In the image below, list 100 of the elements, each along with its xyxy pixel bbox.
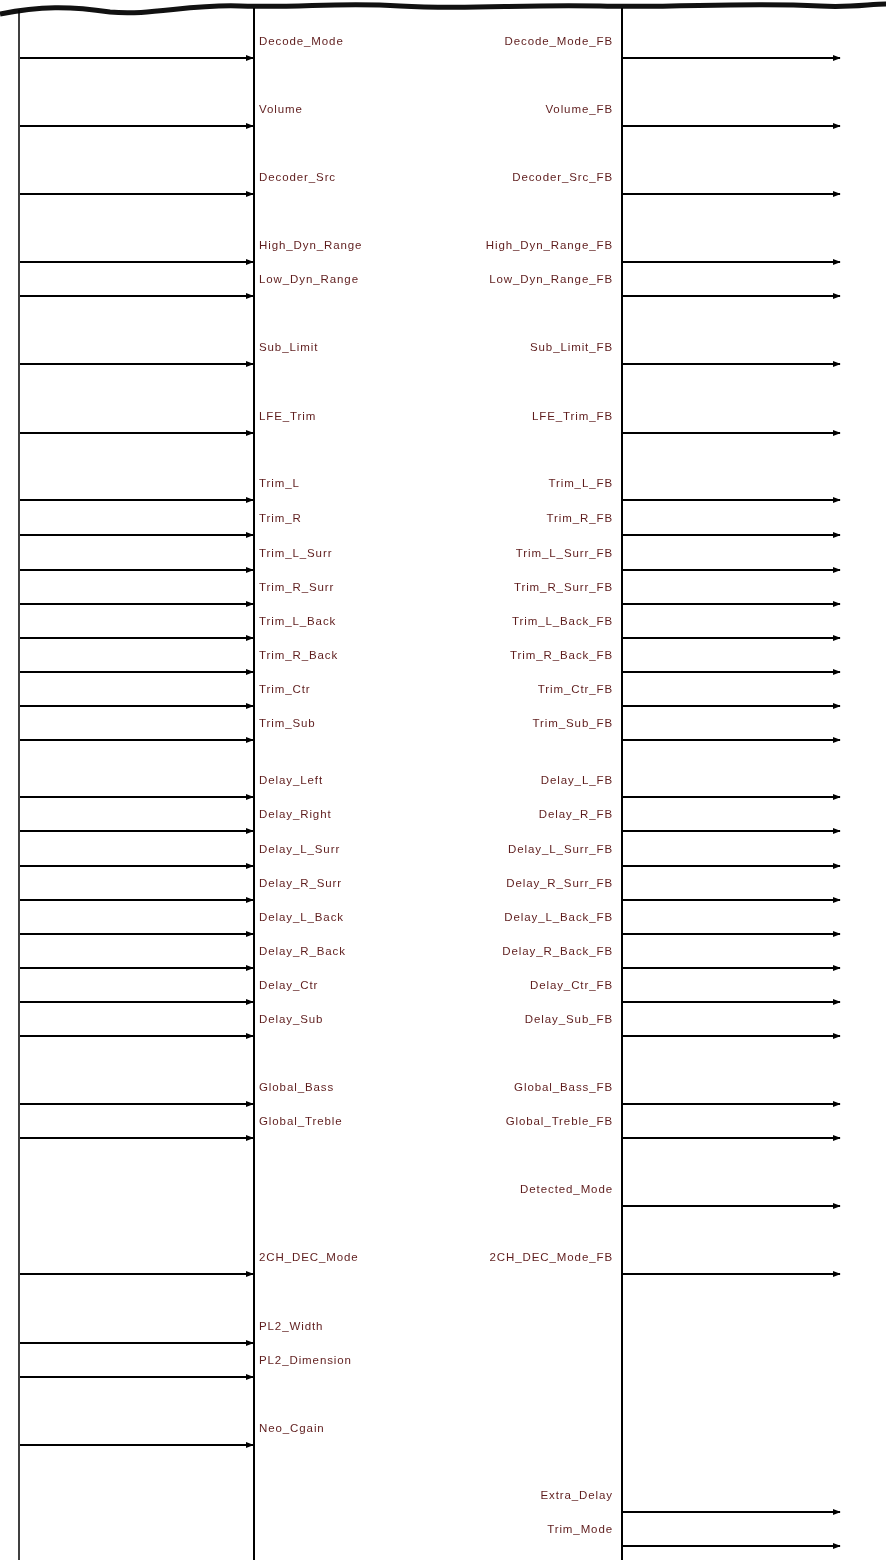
signal-arrow: [621, 1270, 841, 1278]
output-pin-label: Delay_L_FB: [540, 773, 621, 799]
output-pin-label: Low_Dyn_Range_FB: [489, 272, 621, 298]
signal-arrow: [19, 998, 254, 1006]
signal-arrow: [621, 600, 841, 608]
input-pin-label: Delay_Right: [255, 807, 332, 833]
signal-arrow: [19, 360, 254, 368]
output-pin-label: Delay_L_Back_FB: [504, 910, 621, 936]
output-pin-label: Trim_Ctr_FB: [537, 682, 621, 708]
signal-arrow: [621, 702, 841, 710]
signal-arrow: [19, 930, 254, 938]
input-pin-label: Decode_Mode: [255, 34, 344, 60]
signal-arrow: [19, 1134, 254, 1142]
signal-arrow: [19, 1270, 254, 1278]
output-pin-label: Sub_Limit_FB: [529, 340, 621, 366]
input-pin-label: Low_Dyn_Range: [255, 272, 359, 298]
signal-arrow: [621, 793, 841, 801]
input-pin-label: Delay_R_Surr: [255, 876, 343, 902]
signal-arrow: [19, 600, 254, 608]
signal-arrow: [19, 736, 254, 744]
signal-arrow: [19, 668, 254, 676]
module-block: [253, 8, 623, 1560]
output-pin-label: Volume_FB: [545, 102, 621, 128]
output-pin-label: Delay_R_Back_FB: [502, 944, 621, 970]
input-pin-label: Delay_L_Back: [255, 910, 344, 936]
output-pin-label: Trim_R_Back_FB: [510, 648, 621, 674]
output-pin-label: High_Dyn_Range_FB: [485, 238, 621, 264]
signal-arrow: [19, 54, 254, 62]
input-pin-label: Delay_Sub: [255, 1012, 324, 1038]
signal-arrow: [19, 496, 254, 504]
input-pin-label: Delay_Left: [255, 773, 323, 799]
signal-arrow: [19, 862, 254, 870]
input-pin-label: Trim_Ctr: [255, 682, 311, 708]
output-pin-label: Trim_L_Back_FB: [512, 614, 621, 640]
input-pin-label: 2CH_DEC_Mode: [255, 1250, 359, 1276]
input-pin-label: Trim_R: [255, 511, 302, 537]
signal-arrow: [621, 964, 841, 972]
signal-arrow: [621, 1134, 841, 1142]
output-pin-label: Delay_L_Surr_FB: [508, 842, 621, 868]
signal-arrow: [19, 702, 254, 710]
input-pin-label: Decoder_Src: [255, 170, 336, 196]
signal-arrow: [621, 360, 841, 368]
signal-arrow: [19, 292, 254, 300]
signal-arrow: [621, 736, 841, 744]
signal-arrow: [19, 827, 254, 835]
input-pin-label: Global_Treble: [255, 1114, 343, 1140]
output-pin-label: Global_Bass_FB: [514, 1080, 621, 1106]
input-pin-label: LFE_Trim: [255, 409, 317, 435]
input-pin-label: Delay_R_Back: [255, 944, 346, 970]
signal-arrow: [621, 634, 841, 642]
signal-arrow: [621, 827, 841, 835]
signal-arrow: [621, 122, 841, 130]
output-pin-label: 2CH_DEC_Mode_FB: [489, 1250, 621, 1276]
signal-arrow: [621, 1100, 841, 1108]
output-pin-label: Delay_R_FB: [538, 807, 621, 833]
output-pin-label: Global_Treble_FB: [505, 1114, 621, 1140]
signal-arrow: [621, 1542, 841, 1550]
signal-arrow: [19, 793, 254, 801]
signal-arrow: [19, 1100, 254, 1108]
signal-arrow: [621, 1202, 841, 1210]
signal-arrow: [621, 896, 841, 904]
input-pin-label: Trim_R_Surr: [255, 580, 335, 606]
signal-arrow: [19, 1032, 254, 1040]
input-pin-label: Delay_Ctr: [255, 978, 319, 1004]
output-pin-label: Decoder_Src_FB: [512, 170, 621, 196]
output-pin-label: Trim_R_FB: [546, 511, 621, 537]
signal-arrow: [621, 668, 841, 676]
input-pin-label: Sub_Limit: [255, 340, 319, 366]
output-pin-label: Extra_Delay: [540, 1488, 621, 1514]
signal-arrow: [19, 896, 254, 904]
signal-arrow: [621, 930, 841, 938]
output-pin-label: Trim_R_Surr_FB: [513, 580, 621, 606]
input-pin-label: Neo_Cgain: [255, 1421, 325, 1447]
signal-arrow: [621, 1032, 841, 1040]
signal-arrow: [19, 429, 254, 437]
input-pin-label: Global_Bass: [255, 1080, 335, 1106]
input-pin-label: Trim_L_Back: [255, 614, 337, 640]
signal-arrow: [621, 429, 841, 437]
output-pin-label: Trim_Mode: [547, 1522, 621, 1548]
input-pin-label: Trim_L: [255, 476, 300, 502]
signal-arrow: [621, 54, 841, 62]
input-pin-label: Volume: [255, 102, 303, 128]
signal-arrow: [19, 258, 254, 266]
signal-arrow: [19, 122, 254, 130]
signal-arrow: [19, 1441, 254, 1449]
signal-arrow: [621, 862, 841, 870]
output-pin-label: Trim_L_FB: [548, 476, 621, 502]
output-pin-label: Decode_Mode_FB: [504, 34, 621, 60]
input-pin-label: Trim_L_Surr: [255, 546, 333, 572]
output-pin-label: Delay_Sub_FB: [524, 1012, 621, 1038]
signal-arrow: [19, 964, 254, 972]
signal-arrow: [19, 634, 254, 642]
output-pin-label: LFE_Trim_FB: [531, 409, 621, 435]
signal-arrow: [19, 1339, 254, 1347]
signal-arrow: [19, 1373, 254, 1381]
signal-arrow: [621, 496, 841, 504]
signal-arrow: [621, 258, 841, 266]
input-pin-label: Trim_R_Back: [255, 648, 339, 674]
input-pin-label: High_Dyn_Range: [255, 238, 363, 264]
signal-arrow: [621, 190, 841, 198]
